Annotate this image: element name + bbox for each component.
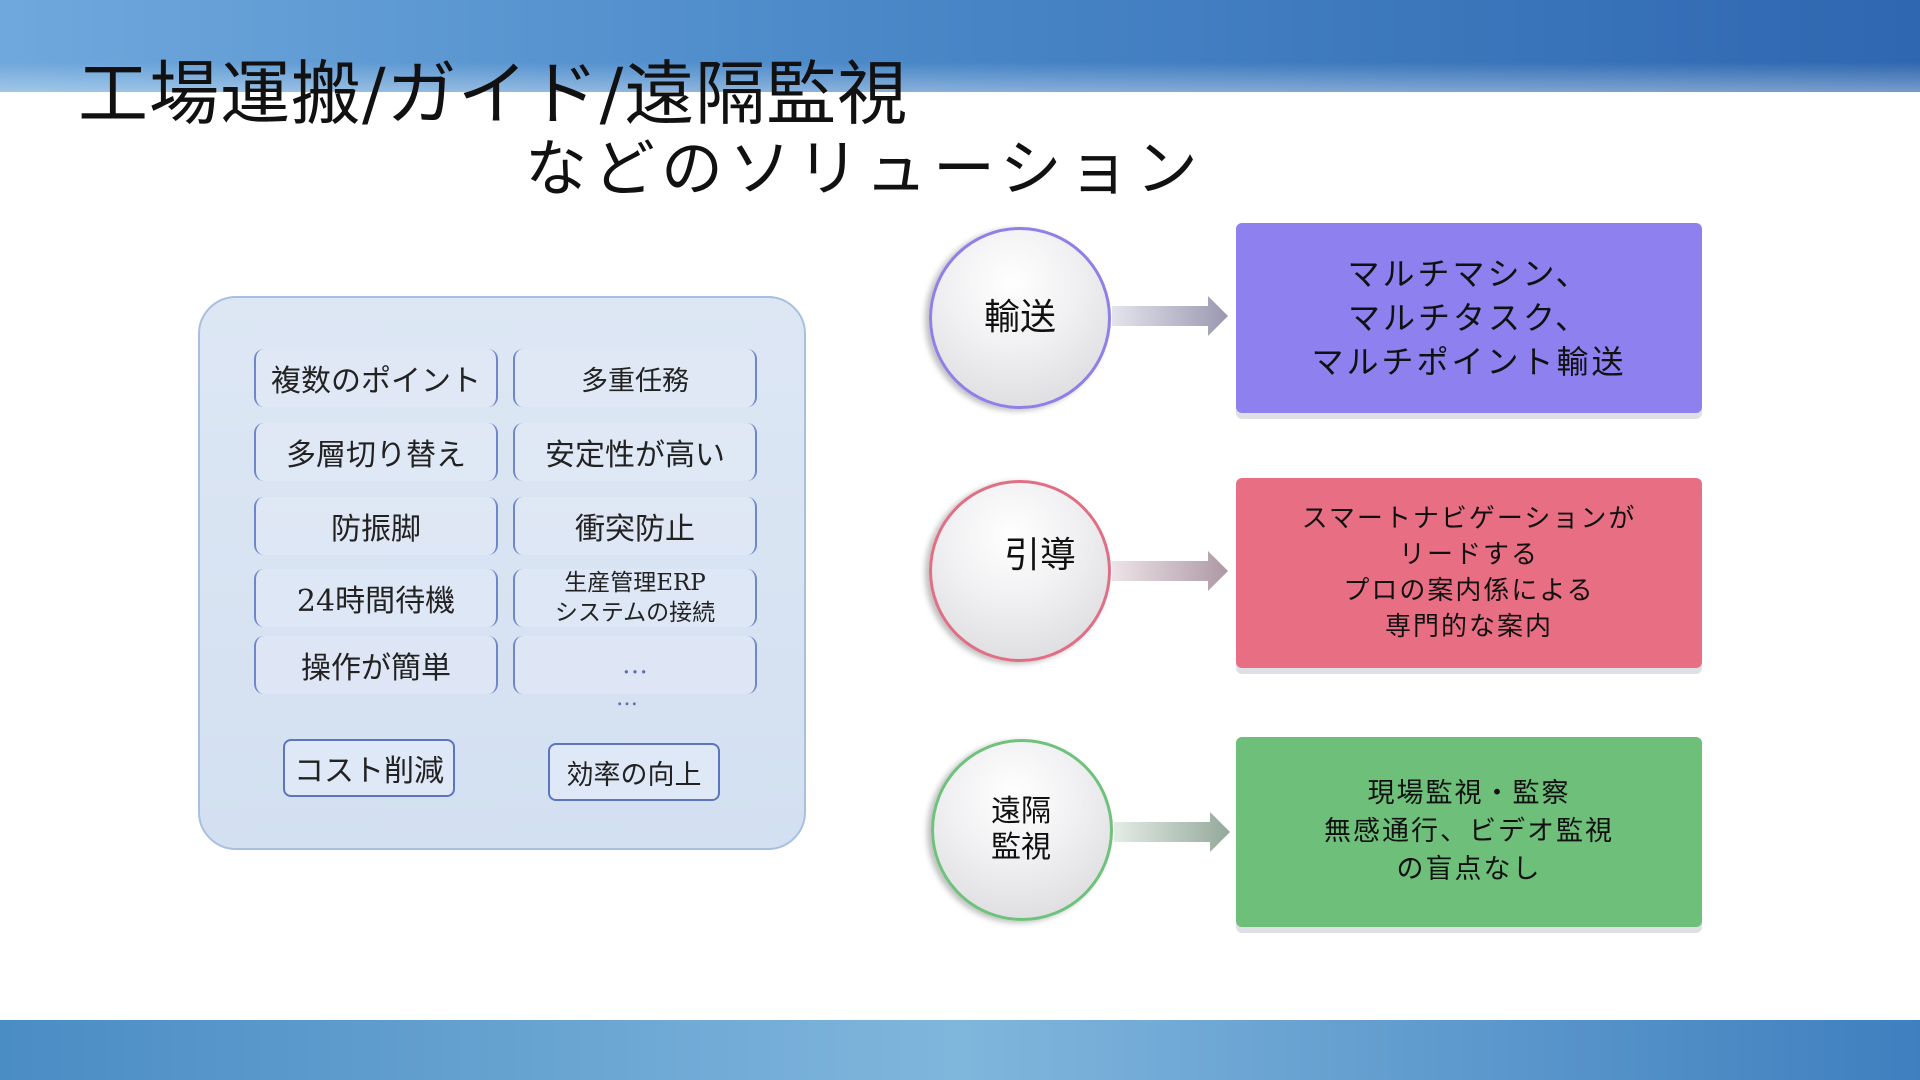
remote-monitoring-circle: 遠隔 監視: [931, 739, 1113, 921]
feature-erp-connection: 生産管理ERP システムの接続: [513, 569, 757, 627]
slide-title: 工場運搬/ガイド/遠隔監視: [78, 53, 909, 135]
feature-multi-layer-switching: 多層切り替え: [254, 423, 498, 481]
feature-high-stability: 安定性が高い: [513, 423, 757, 481]
transport-circle-label: 輸送: [983, 297, 1056, 338]
transport-box-line: マルチマシン、: [1347, 255, 1591, 293]
remote-arrow-icon: [1114, 812, 1230, 852]
transport-circle: 輸送: [929, 227, 1111, 409]
guide-box-line: 専門的な案内: [1384, 612, 1553, 642]
feature-collision-avoidance: 衝突防止: [513, 497, 757, 555]
top-header-band: [0, 0, 1920, 92]
bottom-footer-band: [0, 1020, 1920, 1080]
slide-subtitle: などのソリューション: [525, 132, 1204, 205]
remote-box-line: 無感通行、ビデオ監視: [1324, 816, 1614, 847]
feature-anti-vibration-feet: 防振脚: [254, 497, 498, 555]
guide-arrow-icon: [1112, 551, 1228, 591]
guide-circle-label: 引導: [1003, 535, 1076, 576]
feature-24h-standby: 24時間待機: [254, 569, 498, 627]
feature-easy-operation: 操作が簡単: [254, 636, 498, 694]
guide-box-line: プロの案内係による: [1343, 576, 1595, 606]
guide-box: スマートナビゲーションが リードする プロの案内係による 専門的な案内: [1236, 478, 1702, 668]
remote-circle-label-line2: 監視: [991, 830, 1051, 865]
feature-more: …: [513, 636, 757, 694]
remote-monitoring-box: 現場監視・監察 無感通行、ビデオ監視 の盲点なし: [1236, 737, 1702, 927]
transport-arrow-icon: [1112, 296, 1228, 336]
transport-box: マルチマシン、 マルチタスク、 マルチポイント輸送: [1236, 223, 1702, 413]
remote-box-line: の盲点なし: [1396, 854, 1542, 885]
transport-box-line: マルチポイント輸送: [1311, 343, 1627, 381]
guide-box-line: リードする: [1398, 540, 1539, 570]
guide-circle: 引導: [929, 480, 1111, 662]
cost-reduction-label: コスト削減: [283, 739, 455, 797]
feature-erp-line2: システムの接続: [554, 600, 716, 626]
remote-box-line: 現場監視・監察: [1367, 778, 1571, 809]
feature-multi-task: 多重任務: [513, 349, 757, 407]
transport-box-line: マルチタスク、: [1347, 299, 1591, 337]
guide-box-line: スマートナビゲーションが: [1301, 504, 1637, 534]
feature-erp-line1: 生産管理ERP: [564, 570, 706, 596]
efficiency-label: 効率の向上: [548, 743, 720, 801]
feature-multi-point: 複数のポイント: [254, 349, 498, 407]
feature-more-ellipsis: …: [616, 686, 638, 711]
remote-circle-label-line1: 遠隔: [991, 794, 1051, 829]
